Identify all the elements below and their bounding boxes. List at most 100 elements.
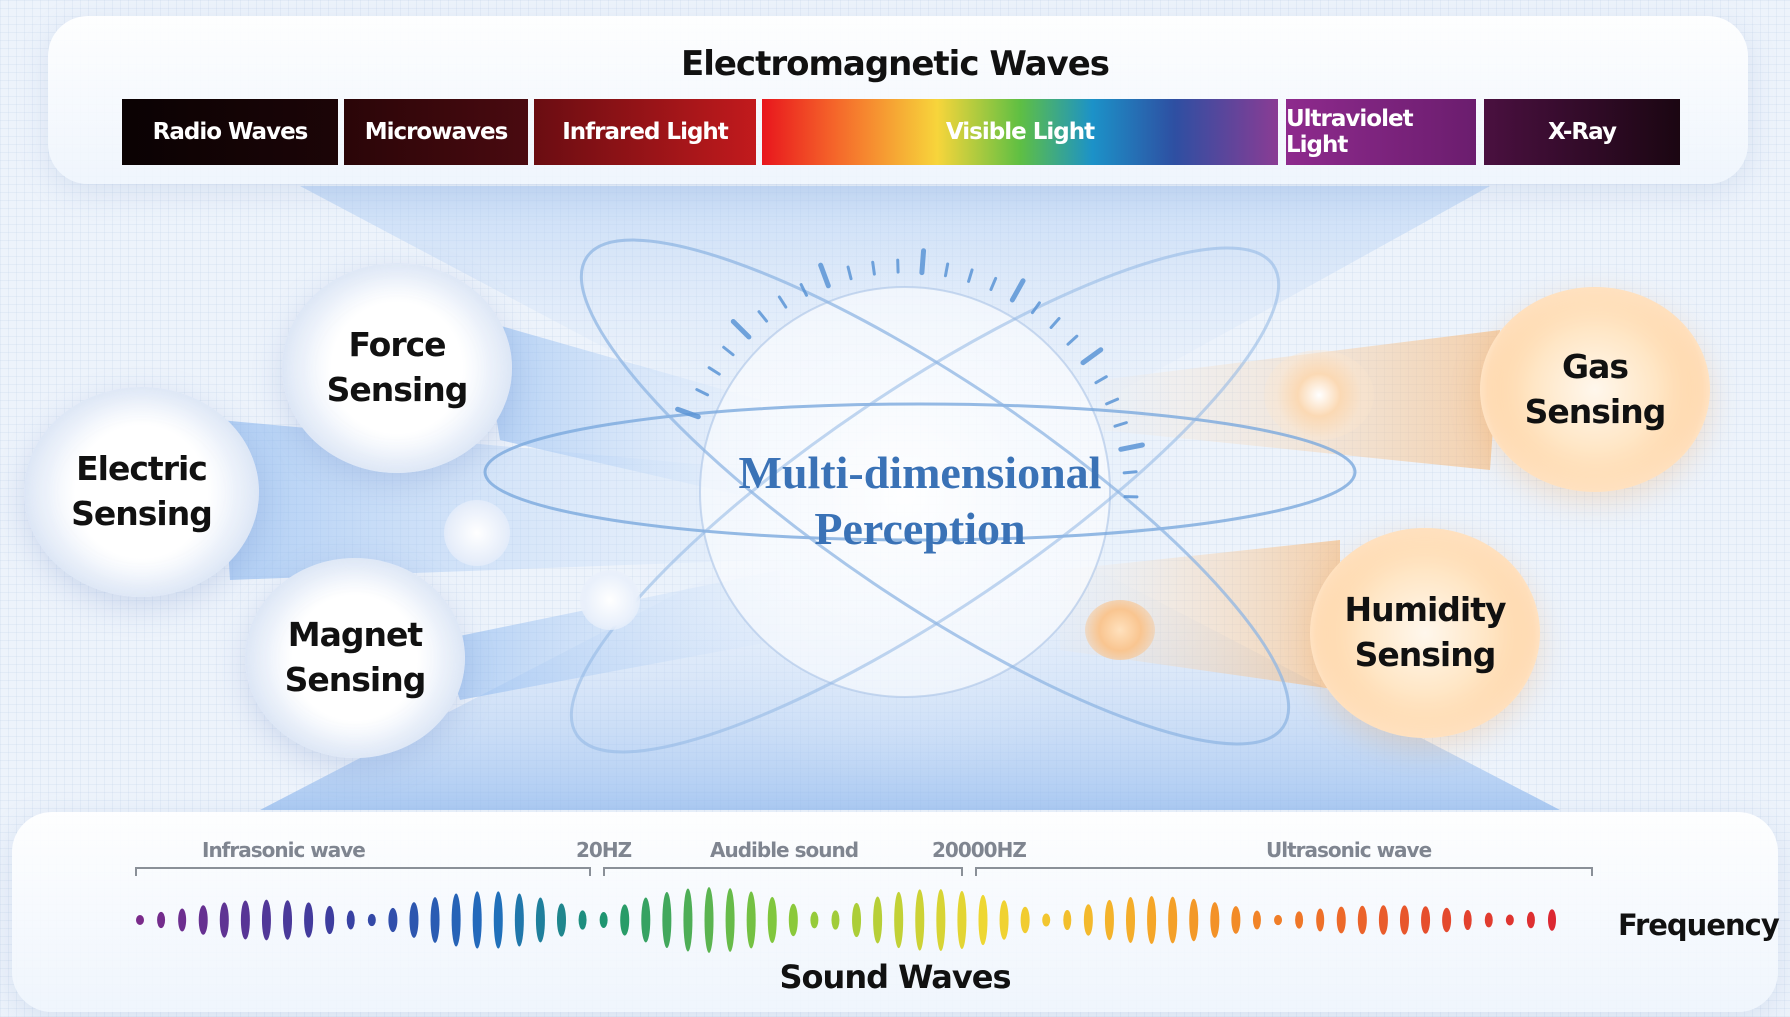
wave-mark xyxy=(704,887,714,953)
band-radio-waves: Radio Waves xyxy=(122,99,338,165)
dial-tick xyxy=(967,268,974,283)
electromagnetic-title: Electromagnetic Waves xyxy=(680,44,1110,84)
dial-tick xyxy=(871,260,876,276)
wave-mark xyxy=(978,894,988,946)
dial-tick xyxy=(675,406,701,420)
wave-mark xyxy=(493,891,503,949)
wave-mark xyxy=(388,907,398,933)
wave-mark xyxy=(1357,905,1367,935)
wave-mark xyxy=(1399,905,1409,935)
dial-tick xyxy=(695,388,710,397)
wave-mark xyxy=(556,903,566,937)
wave-mark xyxy=(451,893,461,947)
frequency-label: Frequency xyxy=(1618,908,1780,942)
dial-tick xyxy=(919,248,927,276)
wave-mark xyxy=(725,888,735,952)
dial-tick xyxy=(1049,317,1061,329)
wave-mark xyxy=(1231,906,1241,934)
center-title: Multi-dimensional Perception xyxy=(700,445,1140,557)
dial-tick xyxy=(989,276,998,291)
glow-orb xyxy=(580,570,640,630)
wave-mark xyxy=(831,910,840,930)
gas-sensing-line1: Gas xyxy=(1562,346,1629,386)
dial-tick xyxy=(943,262,950,278)
range-label-20hz: 20HZ xyxy=(576,838,632,862)
wave-mark xyxy=(852,902,862,938)
wave-mark xyxy=(1336,906,1346,934)
wave-mark xyxy=(788,903,798,937)
center-title-line2: Perception xyxy=(814,503,1026,555)
band-microwaves: Microwaves xyxy=(344,99,528,165)
center-title-line1: Multi-dimensional xyxy=(738,447,1102,498)
wave-mark xyxy=(1189,898,1199,942)
wave-mark xyxy=(936,889,946,951)
band-infrared-light: Infrared Light xyxy=(534,99,756,165)
band-ultraviolet-light: Ultraviolet Light xyxy=(1286,99,1476,165)
wave-mark xyxy=(1210,902,1220,938)
dial-tick xyxy=(757,310,769,323)
wave-mark xyxy=(1378,905,1388,935)
wave-mark xyxy=(1168,896,1178,944)
dial-tick xyxy=(799,283,808,297)
dial-tick xyxy=(1105,397,1120,406)
wave-mark xyxy=(894,891,904,949)
dial-tick xyxy=(777,295,788,309)
dial-tick xyxy=(1118,442,1145,452)
wave-mark xyxy=(915,889,925,951)
glow-orb xyxy=(1264,350,1374,440)
electric-sensing-line2: Sensing xyxy=(71,494,213,533)
wave-mark xyxy=(1252,910,1261,930)
wave-mark xyxy=(957,890,967,950)
wave-mark xyxy=(1505,914,1514,926)
wave-mark xyxy=(430,897,440,943)
range-brackets xyxy=(135,867,1593,876)
force-sensing-line2: Sensing xyxy=(326,370,469,409)
wave-mark xyxy=(641,897,651,943)
wave-mark xyxy=(1484,912,1493,928)
wave-mark xyxy=(662,892,672,948)
wave-mark xyxy=(1548,909,1556,931)
wave-mark xyxy=(409,902,419,938)
magnet-sensing-line1: Magnet xyxy=(287,615,423,655)
wave-mark xyxy=(535,897,545,943)
glow-orb xyxy=(444,500,510,566)
wave-mark xyxy=(578,910,587,930)
wave-mark xyxy=(325,905,335,935)
wave-mark xyxy=(346,910,355,930)
wave-mark xyxy=(999,900,1009,940)
wave-mark xyxy=(599,912,608,928)
wave-mark xyxy=(1020,906,1030,934)
wave-mark xyxy=(472,891,482,949)
band-label: Ultraviolet Light xyxy=(1286,106,1414,158)
range-label-ultrasonic: Ultrasonic wave xyxy=(1266,838,1432,862)
wave-mark xyxy=(240,900,250,940)
wave-mark xyxy=(304,902,314,938)
band-label: Visible Light xyxy=(945,119,1095,145)
wave-mark xyxy=(219,902,229,938)
dial-tick xyxy=(818,262,831,289)
dial-tick xyxy=(1113,421,1128,428)
wave-mark xyxy=(873,896,883,944)
wave-marks xyxy=(136,887,1556,953)
humidity-sensing-line1: Humidity xyxy=(1344,590,1506,630)
dial-tick xyxy=(1094,375,1108,385)
wave-mark xyxy=(1104,899,1114,941)
band-x-ray: X-Ray xyxy=(1484,99,1680,165)
band-label: Microwaves xyxy=(364,119,509,145)
glow-orb xyxy=(1085,600,1155,660)
wave-mark xyxy=(767,896,777,944)
humidity-sensing-line2: Sensing xyxy=(1354,635,1497,674)
wave-mark xyxy=(683,888,693,952)
band-visible-light: Visible Light xyxy=(762,99,1278,165)
wave-mark xyxy=(1126,897,1136,943)
wave-mark xyxy=(746,891,756,949)
wave-mark xyxy=(1442,907,1452,933)
sound-waveform xyxy=(135,867,1593,953)
wave-mark xyxy=(367,913,376,927)
dial-tick xyxy=(1030,301,1041,315)
